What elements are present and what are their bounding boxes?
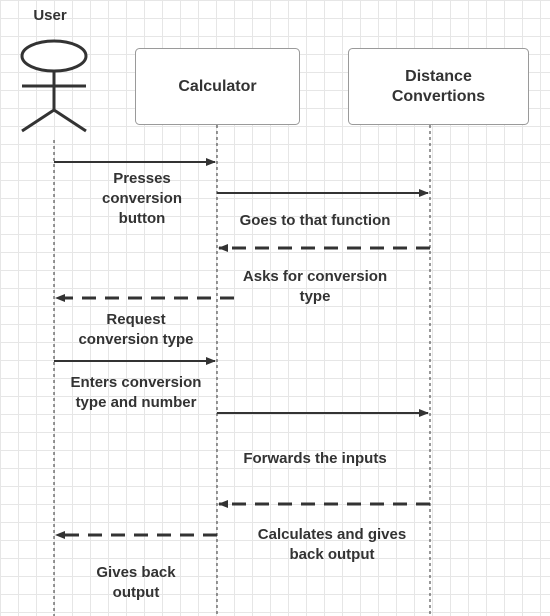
user-actor-label: User: [33, 7, 67, 24]
message-label-enters-conversion-type: Enters conversion type and number: [70, 374, 202, 411]
user-actor-icon: [20, 39, 88, 133]
message-label-goes-to-that-function: Goes to that function: [239, 212, 391, 229]
message-label-forwards-the-inputs: Forwards the inputs: [243, 450, 387, 467]
calculator-title: Calculator: [178, 77, 257, 95]
message-label-asks-for-conversion-type: Asks for conversion type: [242, 268, 388, 305]
message-label-request-conversion-type: Request conversion type: [78, 311, 194, 348]
distance-convertions-box: [348, 48, 529, 125]
distance-convertions-title: Distance Convertions: [391, 67, 486, 105]
message-label-gives-back-output: Gives back output: [96, 564, 176, 601]
message-label-presses-conversion-button: Presses conversion button: [101, 170, 183, 227]
calculator-box: [135, 48, 300, 125]
message-label-calculates-and-gives-back: Calculates and gives back output: [257, 526, 407, 563]
